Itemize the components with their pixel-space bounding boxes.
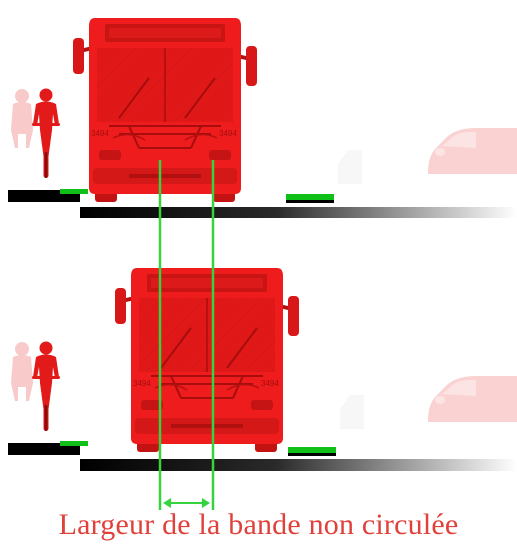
car-icon: [428, 376, 517, 422]
cyclist-icon: [11, 342, 60, 432]
lane-marking-left-top: [60, 189, 88, 194]
car-icon: [428, 128, 517, 174]
bus-number-right: 3494: [261, 379, 279, 388]
lane-marking-left-bottom: [60, 441, 88, 446]
bus-icon: 3494 3494: [73, 18, 257, 202]
scene-wide-lane: 3494 3494: [8, 18, 517, 218]
bus-icon: 3494 3494: [115, 268, 299, 452]
lane-marking-right-bottom: [288, 447, 336, 453]
ghost-box-top: [338, 150, 362, 184]
road-bottom: [80, 459, 517, 471]
bus-number-left: 3494: [133, 379, 151, 388]
road-top: [80, 207, 517, 218]
caption-lane-width: Largeur de la bande non circulée: [0, 507, 517, 543]
bus-number-left: 3494: [91, 129, 109, 138]
lane-marking-right-top: [286, 194, 334, 200]
bus-number-right: 3494: [219, 129, 237, 138]
scene-narrow-lane: 3494 3494: [8, 268, 517, 471]
cyclist-icon: [11, 89, 60, 179]
ghost-box-bottom: [340, 395, 364, 429]
